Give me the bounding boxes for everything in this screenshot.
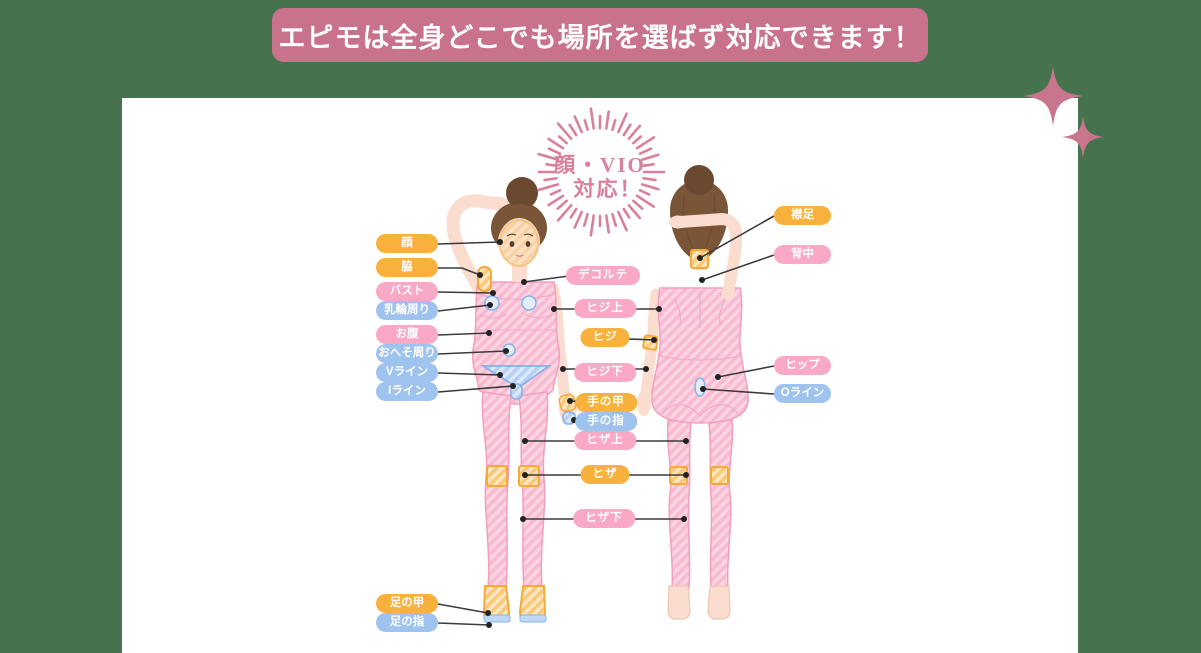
page-title: エピモは全身どこでも場所を選ばず対応できます！: [278, 22, 922, 53]
label-armpit: 脇: [376, 258, 438, 277]
figure-back: [637, 165, 749, 620]
sparkle-decoration: [1023, 66, 1104, 158]
label-below-knee: ヒザ下: [573, 509, 635, 528]
title-banner: エピモは全身どこでも場所を選ばず対応できます！: [272, 8, 928, 62]
badge-line1: 顔・VIO: [553, 153, 646, 177]
highlight-armpit: [477, 266, 492, 292]
label-hip: ヒップ: [774, 356, 831, 375]
body-diagram: [437, 165, 775, 628]
label-above-knee: ヒザ上: [574, 431, 636, 450]
connector-dots: [477, 239, 721, 628]
label-above-elbow: ヒジ上: [574, 299, 636, 318]
label-navel: おへそ周り: [376, 344, 438, 363]
label-decollete: デコルテ: [566, 266, 640, 285]
label-elbow: ヒジ: [580, 328, 630, 347]
highlight-knee-left: [486, 465, 508, 487]
label-nape: 襟足: [774, 206, 831, 225]
highlight-toes-left: [483, 614, 511, 623]
highlight-areola-right: [521, 295, 537, 311]
highlight-knee-right: [518, 465, 540, 487]
label-fingers: 手の指: [575, 412, 637, 431]
highlight-knee-back-right: [710, 466, 729, 485]
badge-line2: 対応！: [574, 177, 643, 201]
label-i-line: Iライン: [376, 382, 438, 401]
highlight-toes-right: [519, 614, 547, 623]
face-vio-badge: 顔・VIO 対応！: [537, 107, 666, 237]
label-knee: ヒザ: [580, 465, 630, 484]
label-o-line: Oライン: [774, 384, 831, 403]
label-hand-back: 手の甲: [575, 393, 637, 412]
label-toes: 足の指: [376, 613, 438, 632]
label-bust: バスト: [376, 282, 438, 301]
label-below-elbow: ヒジ下: [574, 363, 636, 382]
label-areola: 乳輪周り: [376, 301, 438, 320]
label-face: 顔: [376, 234, 438, 253]
highlight-elbow: [642, 334, 659, 351]
sparkle-icon: [1023, 66, 1083, 126]
sparkle-icon: [1062, 116, 1104, 158]
label-belly: お腹: [376, 325, 438, 344]
label-back: 背中: [774, 245, 831, 264]
burst-rays-icon: [537, 107, 666, 237]
content-card: 顔・VIO 対応！ 顔 脇 バスト 乳輪周り お腹 おへそ周り Vライン Iライ…: [122, 98, 1078, 653]
label-v-line: Vライン: [376, 363, 438, 382]
label-foot-top: 足の甲: [376, 594, 438, 613]
